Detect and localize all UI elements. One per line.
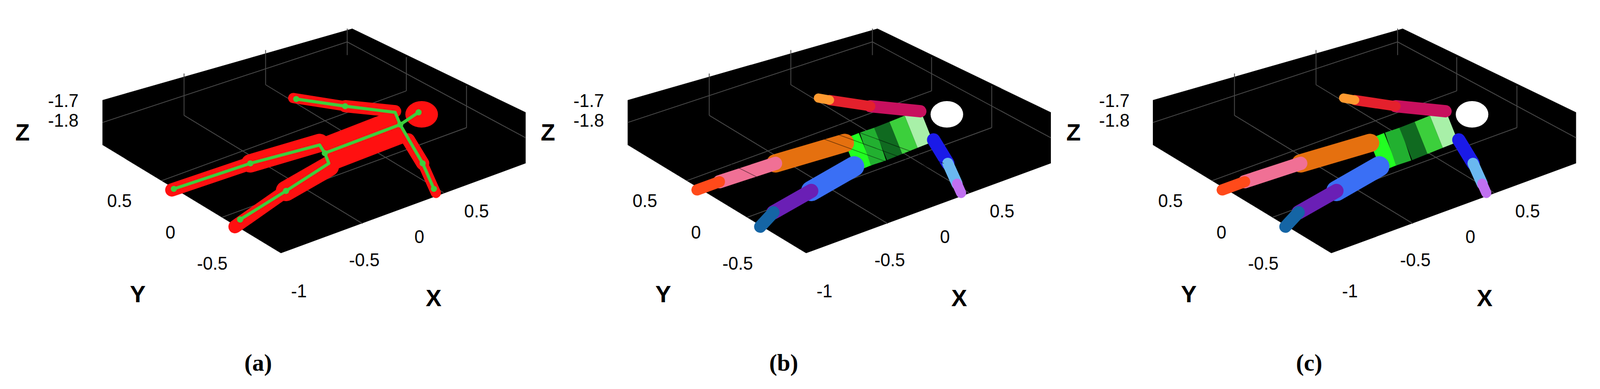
scan-lines <box>729 122 945 195</box>
skeleton <box>295 98 400 125</box>
skeleton <box>397 121 404 128</box>
scan-lines <box>823 138 936 180</box>
axis-label: Y <box>655 280 672 307</box>
panel-label: (b) <box>769 349 799 376</box>
skeleton <box>170 185 177 192</box>
panel-b <box>627 28 1051 254</box>
skeleton <box>430 185 437 192</box>
scan-lines <box>827 130 940 172</box>
panel-c <box>1152 28 1576 254</box>
tick-label: -0.5 <box>722 253 753 274</box>
axis-label: Y <box>1180 280 1197 307</box>
tick-label: 0 <box>165 223 176 243</box>
tick-label: -0.5 <box>1400 250 1431 271</box>
tick-label: -1.7 <box>47 91 79 111</box>
axis-label: X <box>1476 285 1493 312</box>
tick-label: -1 <box>291 281 307 301</box>
plot-box <box>1152 28 1576 254</box>
skeleton <box>419 160 426 166</box>
tick-label: -1.7 <box>573 91 605 111</box>
axis-label: Y <box>130 280 146 307</box>
panel-label: (c) <box>1296 349 1323 376</box>
tick-label: -1.8 <box>47 110 79 131</box>
skeleton <box>170 96 437 223</box>
skeleton <box>342 102 349 109</box>
tick-label: -1 <box>816 281 833 301</box>
panel-a <box>102 28 526 254</box>
skeleton <box>236 216 243 223</box>
tick-label: 0.5 <box>464 201 490 222</box>
panel-label: (a) <box>244 349 272 376</box>
segmented-point-cloud <box>696 97 963 227</box>
tick-label: 0 <box>414 227 425 247</box>
skeleton <box>240 153 329 220</box>
tick-label: 0 <box>1465 227 1476 247</box>
tick-label: 0.5 <box>106 191 132 211</box>
tick-label: -0.5 <box>1247 253 1279 274</box>
skeleton <box>283 187 290 194</box>
tick-label: 0 <box>690 223 701 243</box>
skeleton <box>293 96 299 102</box>
plot-box <box>627 28 1051 254</box>
segmented-mesh <box>1222 97 1489 227</box>
tick-label: 0 <box>940 227 950 247</box>
scan-lines <box>729 163 791 194</box>
tick-label: 0.5 <box>989 201 1015 222</box>
axis-label: Z <box>15 119 30 146</box>
skeleton <box>400 124 434 189</box>
tick-label: -0.5 <box>349 250 380 271</box>
tick-label: -1.8 <box>1099 110 1130 131</box>
tick-label: 0.5 <box>1158 191 1183 211</box>
axis-label: Z <box>540 119 556 146</box>
scan-lines <box>831 122 945 164</box>
axis-label: X <box>951 285 968 312</box>
body-point-cloud <box>171 97 438 227</box>
tick-label: 0 <box>1216 223 1227 243</box>
skeleton <box>415 109 422 116</box>
skeleton <box>170 96 437 223</box>
skeleton <box>247 160 254 166</box>
tick-label: -1 <box>1341 281 1358 301</box>
tick-label: 0.5 <box>632 191 658 211</box>
axis-label: Z <box>1066 119 1081 146</box>
tick-label: 0.5 <box>1515 201 1540 222</box>
skeleton <box>321 149 328 156</box>
tick-label: -1.8 <box>573 110 605 131</box>
plot-box <box>102 28 526 254</box>
tick-label: -0.5 <box>196 253 228 274</box>
axis-label: X <box>425 285 442 312</box>
tick-label: -0.5 <box>874 250 906 271</box>
tick-label: -1.7 <box>1099 91 1130 111</box>
